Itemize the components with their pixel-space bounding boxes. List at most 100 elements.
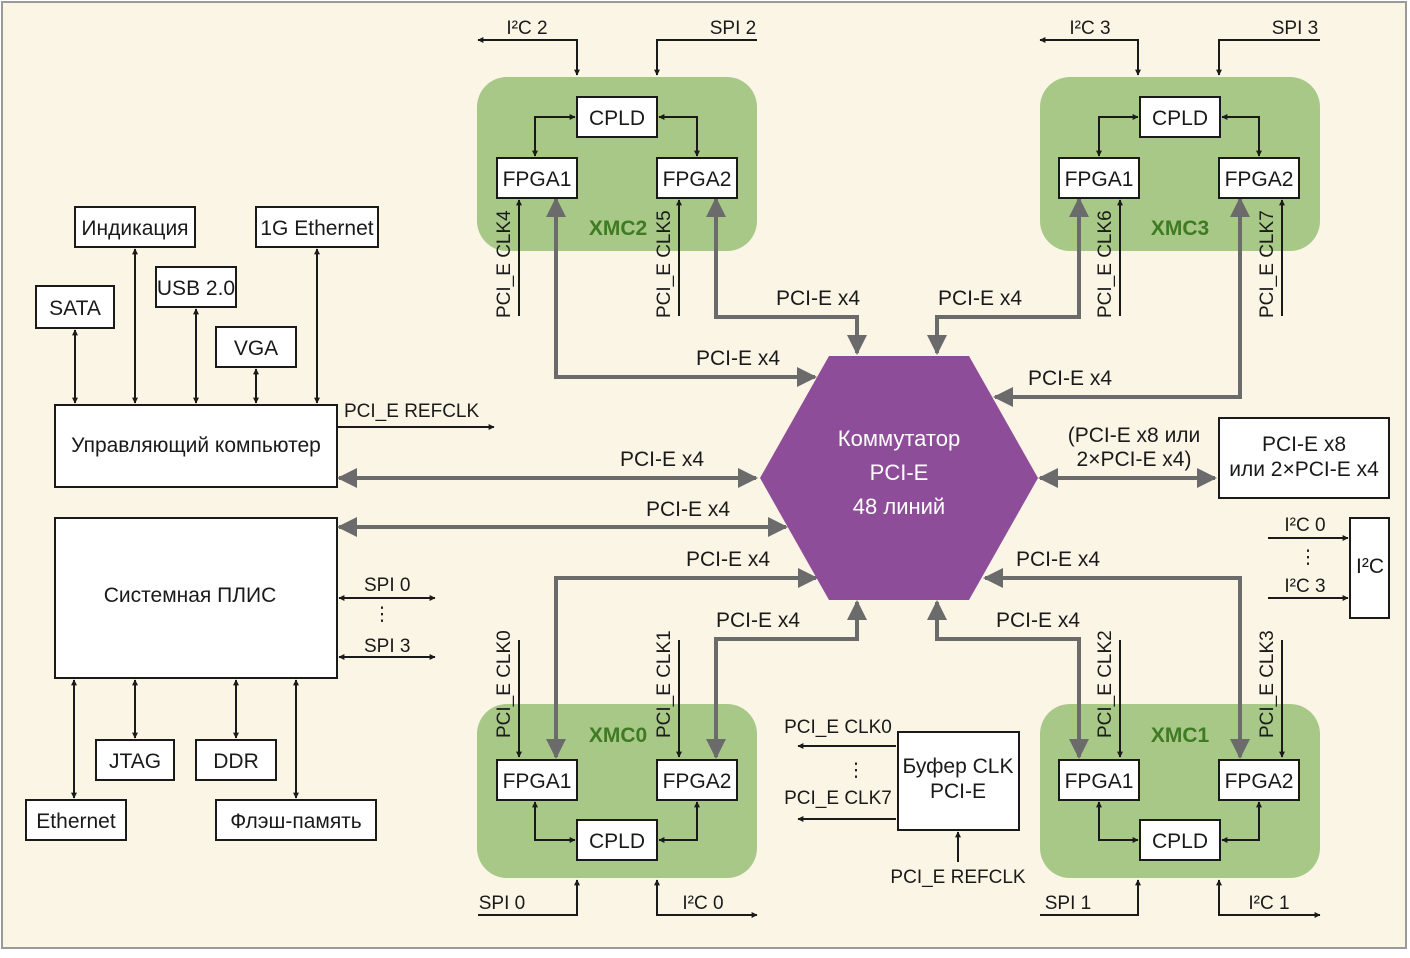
vga-box (215, 326, 297, 368)
sata-box (35, 285, 115, 329)
ext-pcie-line1: PCI-E x8 (1262, 433, 1346, 456)
xmc3-spi-label: SPI 3 (1272, 18, 1318, 39)
switch-line2: PCI-E (870, 460, 929, 485)
host-computer-box (54, 404, 338, 488)
xmc2-fpga2-label: FPGA2 (663, 168, 732, 191)
xmc0-i2c-label: I²C 0 (682, 893, 723, 914)
xmc0-fpga1-label: FPGA1 (503, 770, 572, 793)
pcie-switch-hexagon (760, 356, 1038, 600)
spi0-label: SPI 0 (364, 575, 410, 596)
ext-pcie-box (1218, 417, 1390, 499)
host-computer-group: Управляющий компьютер SATA Индикация USB… (35, 206, 495, 488)
xmc1-i2c-label: I²C 1 (1248, 893, 1289, 914)
xmc3-cpld-label: CPLD (1152, 107, 1208, 130)
clk-out0-label: PCI_E CLK0 (784, 717, 892, 738)
xmc0-fpga2-label: FPGA2 (663, 770, 732, 793)
xmc0-spi-label: SPI 0 (479, 893, 525, 914)
bus-xmc2-fpga2 (706, 197, 867, 355)
bus-xmc1-fpga2 (983, 568, 1250, 759)
indication-label: Индикация (81, 217, 188, 240)
xmc1-spi-link (1040, 879, 1141, 916)
system-fpga-box (54, 517, 338, 679)
ddr-box (195, 739, 277, 781)
xmc0-cpld-fpga1-link (532, 801, 576, 843)
xmc3-clk-b-label: PCI_E CLK7 (1257, 210, 1278, 318)
clk-out7-label: PCI_E CLK7 (784, 788, 892, 809)
bus-label-xmc2a: PCI-E x4 (696, 347, 780, 370)
xmc1-cpld-label: CPLD (1152, 830, 1208, 853)
xmc1-fpga1-box (1058, 759, 1140, 801)
xmc3-cpld-fpga1-link (1096, 114, 1139, 157)
xmc0-cpld-fpga2-link (658, 801, 700, 843)
xmc0-clk-a-label: PCI_E CLK0 (494, 630, 515, 738)
switch-line1: Коммутатор (838, 426, 960, 451)
xmc0-spi-link (478, 879, 580, 916)
xmc2-spi-link (654, 39, 757, 76)
xmc1-clk-b-label: PCI_E CLK3 (1257, 630, 1278, 738)
xmc0-clk-b-label: PCI_E CLK1 (654, 630, 675, 738)
xmc0-fpga1-box (496, 759, 578, 801)
clk-buffer-box (897, 731, 1020, 831)
pcie-buses (337, 197, 1250, 759)
xmc2-fpga1-label: FPGA1 (503, 168, 572, 191)
jtag-box (95, 739, 175, 781)
xmc0-cpld-box (576, 819, 658, 861)
flash-box (215, 799, 377, 841)
bus-label-host: PCI-E x4 (620, 448, 704, 471)
xmc1-fpga2-box (1218, 759, 1300, 801)
clk-dots: ⋮ (847, 760, 866, 781)
xmc2-spi-label: SPI 2 (710, 18, 756, 39)
xmc3-fpga2-box (1218, 157, 1300, 199)
i2c-box-label: I²C (1356, 555, 1384, 578)
xmc2-clk-a-label: PCI_E CLK4 (494, 210, 515, 318)
xmc3-cpld-fpga2-link (1221, 114, 1262, 157)
xmc2-cpld-fpga1-link (532, 114, 576, 157)
indication-box (74, 206, 196, 248)
switch-line3: 48 линий (853, 494, 945, 519)
clk-in-label: PCI_E REFCLK (890, 867, 1025, 888)
bus-label-xmc2b: PCI-E x4 (776, 287, 860, 310)
bus-xmc0-fpga1 (546, 568, 818, 759)
xmc3-fpga2-label: FPGA2 (1225, 168, 1294, 191)
host-refclk-label: PCI_E REFCLK (344, 401, 479, 422)
spi-dots: ⋮ (373, 604, 392, 625)
xmc2-module: CPLD FPGA1 FPGA2 XMC2 PCI_E CLK4 PCI_E C… (477, 18, 757, 318)
xmc2-i2c-link (477, 37, 580, 76)
gbe-label: 1G Ethernet (260, 217, 373, 240)
ethernet-label: Ethernet (36, 810, 116, 833)
xmc1-cpld-fpga2-link (1221, 801, 1262, 843)
xmc0-module: FPGA1 FPGA2 CPLD XMC0 PCI_E CLK0 PCI_E C… (478, 630, 758, 918)
ethernet-box (25, 799, 127, 841)
system-fpga-group: Системная ПЛИС JTAG DDR Ethernet Флэш-па… (25, 517, 436, 841)
xmc1-module: FPGA1 FPGA2 CPLD XMC1 PCI_E CLK2 PCI_E C… (1040, 630, 1321, 918)
flash-label: Флэш-память (230, 810, 362, 833)
bus-label-xmc1b: PCI-E x4 (1016, 548, 1100, 571)
gbe-box (255, 206, 379, 248)
clk-buffer-line2: PCI-E (930, 780, 986, 803)
xmc1-cpld-fpga1-link (1096, 801, 1139, 843)
xmc3-spi-link (1216, 39, 1320, 76)
i2c-box (1349, 517, 1390, 619)
bus-label-sysfpga: PCI-E x4 (646, 498, 730, 521)
xmc2-clk-b-label: PCI_E CLK5 (654, 210, 675, 318)
sata-label: SATA (49, 297, 101, 320)
xmc0-i2c-link (654, 879, 758, 918)
xmc0-cpld-label: CPLD (589, 830, 645, 853)
bus-label-xmc3b: PCI-E x4 (1028, 367, 1112, 390)
xmc3-module: CPLD FPGA1 FPGA2 XMC3 PCI_E CLK6 PCI_E C… (1039, 18, 1320, 318)
bus-label-xmc3a: PCI-E x4 (938, 287, 1022, 310)
xmc0-name: XMC0 (589, 724, 647, 747)
host-computer-label: Управляющий компьютер (71, 434, 321, 457)
xmc2-i2c-label: I²C 2 (506, 18, 547, 39)
xmc3-i2c-link (1039, 37, 1141, 76)
i2c0-in-label: I²C 0 (1284, 515, 1325, 536)
xmc0-fpga2-box (656, 759, 738, 801)
xmc2-cpld-label: CPLD (589, 107, 645, 130)
xmc3-i2c-label: I²C 3 (1069, 18, 1110, 39)
ext-note-line1: (PCI-E x8 или (1068, 424, 1201, 447)
xmc3-fpga1-label: FPGA1 (1065, 168, 1134, 191)
xmc1-name: XMC1 (1151, 724, 1210, 747)
usb-label: USB 2.0 (157, 277, 235, 300)
